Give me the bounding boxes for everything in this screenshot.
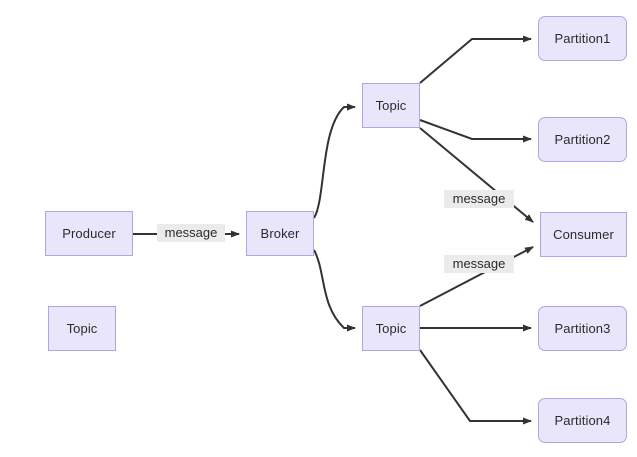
edge-label-producer-broker: message xyxy=(157,224,225,242)
node-broker-label: Broker xyxy=(260,226,300,241)
node-consumer-label: Consumer xyxy=(553,227,614,242)
node-partition1[interactable]: Partition1 xyxy=(538,16,627,61)
node-broker[interactable]: Broker xyxy=(246,211,314,256)
edge-broker-topic-bottom xyxy=(313,249,356,332)
node-topic-orphan[interactable]: Topic xyxy=(48,306,116,351)
node-producer-label: Producer xyxy=(62,226,116,241)
edge-label-topic-top-consumer: message xyxy=(444,190,514,208)
node-consumer[interactable]: Consumer xyxy=(540,212,627,257)
edge-label-topic-bottom-consumer: message xyxy=(444,255,514,273)
node-partition4-label: Partition4 xyxy=(554,413,611,428)
node-topic-top[interactable]: Topic xyxy=(362,83,420,128)
node-partition3[interactable]: Partition3 xyxy=(538,306,627,351)
node-partition1-label: Partition1 xyxy=(554,31,611,46)
node-partition4[interactable]: Partition4 xyxy=(538,398,627,443)
edge-topic-top-partition2 xyxy=(419,119,532,143)
edge-topic-bottom-partition4 xyxy=(419,349,532,425)
node-producer[interactable]: Producer xyxy=(45,211,133,256)
node-topic-bottom-label: Topic xyxy=(375,321,407,336)
node-topic-bottom[interactable]: Topic xyxy=(362,306,420,351)
edge-label-topic-top-consumer-text: message xyxy=(452,191,506,206)
edge-topic-top-partition1 xyxy=(419,35,532,84)
edge-broker-topic-top xyxy=(313,103,356,219)
node-partition2-label: Partition2 xyxy=(554,132,611,147)
node-topic-orphan-label: Topic xyxy=(66,321,98,336)
edge-label-producer-broker-text: message xyxy=(164,225,218,240)
edge-label-topic-bottom-consumer-text: message xyxy=(452,256,506,271)
node-partition3-label: Partition3 xyxy=(554,321,611,336)
node-partition2[interactable]: Partition2 xyxy=(538,117,627,162)
node-topic-top-label: Topic xyxy=(375,98,407,113)
